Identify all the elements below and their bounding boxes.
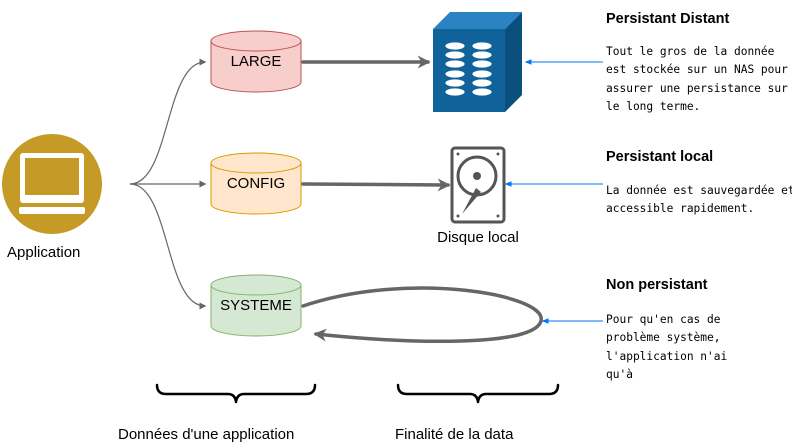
application-label: Application [7, 244, 81, 261]
note-none-title: Non persistant [606, 277, 708, 293]
connector-large [129, 58, 207, 185]
note-local-text: La donnée est sauvegardée et accessible … [606, 184, 792, 216]
brace-purpose [396, 383, 560, 404]
nas-storage-icon [433, 12, 522, 112]
note-distant-title: Persistant Distant [606, 11, 730, 27]
data-axis-label: Données d'une application [118, 426, 295, 443]
cylinder-large [210, 30, 302, 93]
cylinder-config [210, 152, 302, 215]
hard-disk-icon [450, 146, 506, 224]
app-connectors [129, 58, 207, 310]
flow-config-to-disk [301, 178, 451, 192]
cylinder-systeme [210, 274, 302, 337]
note-none-text: Pour qu'en cas de problème système, l'ap… [606, 313, 728, 381]
cylinder-config-label: CONFIG [226, 175, 286, 192]
cylinder-systeme-label: SYSTEME [220, 297, 292, 314]
disk-label: Disque local [437, 229, 519, 246]
cylinder-large-label: LARGE [230, 53, 282, 70]
flow-systeme-loop [301, 286, 543, 344]
purpose-axis-label: Finalité de la data [395, 426, 514, 443]
monitor-icon [2, 134, 102, 234]
connector-systeme [129, 183, 207, 310]
note-distant-text: Tout le gros de la donnée est stockée su… [606, 45, 788, 113]
note-local-title: Persistant local [606, 149, 714, 165]
brace-data [155, 383, 317, 404]
